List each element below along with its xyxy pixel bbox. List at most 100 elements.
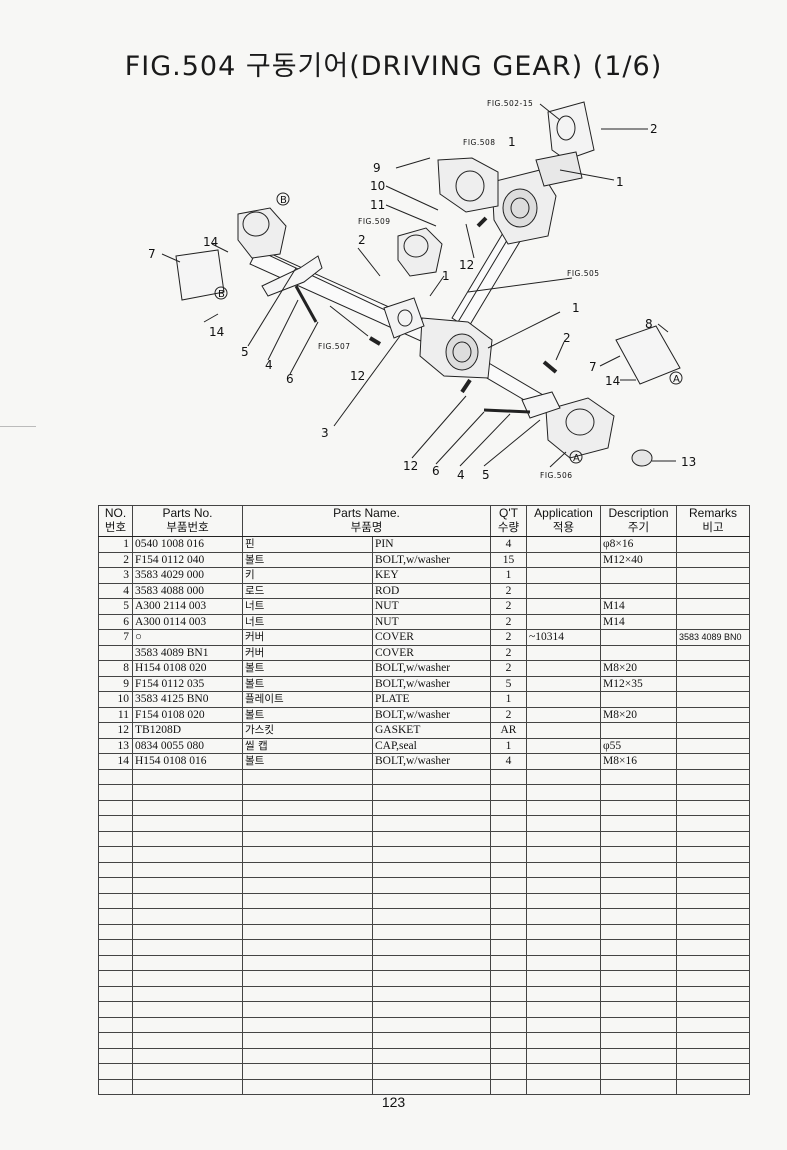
cell-qty: 2 bbox=[490, 613, 527, 630]
cell-application bbox=[526, 551, 601, 568]
cell-no: 7 bbox=[98, 629, 133, 646]
cell-description bbox=[600, 954, 677, 971]
cell-name-ko: 볼트 bbox=[242, 706, 373, 723]
cell-application bbox=[526, 830, 601, 847]
cell-remarks bbox=[676, 923, 750, 940]
cell-name-ko: 볼트 bbox=[242, 753, 373, 770]
section-mark: B bbox=[218, 289, 225, 300]
cell-qty bbox=[490, 799, 527, 816]
cell-name-ko: 너트 bbox=[242, 598, 373, 615]
cell-name-en: BOLT,w/washer bbox=[372, 660, 491, 677]
cell-name-en bbox=[372, 784, 491, 801]
cell-application bbox=[526, 846, 601, 863]
fig-ref-label: FIG.506 bbox=[540, 471, 573, 480]
callout-number: 13 bbox=[681, 455, 696, 469]
cell-remarks bbox=[676, 970, 750, 987]
cell-qty: 4 bbox=[490, 753, 527, 770]
table-row bbox=[98, 1047, 750, 1064]
cell-qty: 4 bbox=[490, 536, 527, 553]
cell-name-ko: 가스킷 bbox=[242, 722, 373, 739]
fig-ref-label: FIG.505 bbox=[567, 269, 600, 278]
cell-part-no bbox=[132, 923, 243, 940]
cell-application bbox=[526, 1078, 601, 1095]
callout-number: 1 bbox=[572, 301, 580, 315]
callout-number: 9 bbox=[373, 161, 381, 175]
cell-qty bbox=[490, 1063, 527, 1080]
cell-application bbox=[526, 923, 601, 940]
cell-part-no: ○ bbox=[132, 629, 243, 646]
cell-description bbox=[600, 1016, 677, 1033]
cell-no bbox=[98, 768, 133, 785]
page-title: FIG.504 구동기어(DRIVING GEAR) (1/6) bbox=[124, 51, 663, 82]
cell-part-no: F154 0112 035 bbox=[132, 675, 243, 692]
cell-name-ko: 커버 bbox=[242, 629, 373, 646]
cell-part-no bbox=[132, 1016, 243, 1033]
page-number: 123 bbox=[381, 1094, 406, 1110]
cell-name-ko bbox=[242, 830, 373, 847]
cell-qty bbox=[490, 970, 527, 987]
cell-no bbox=[98, 1032, 133, 1049]
cell-application bbox=[526, 598, 601, 615]
cell-description: M14 bbox=[600, 598, 677, 615]
cell-part-no bbox=[132, 1063, 243, 1080]
cell-remarks bbox=[676, 706, 750, 723]
callout-number: 2 bbox=[563, 331, 571, 345]
cell-description bbox=[600, 768, 677, 785]
cell-no bbox=[98, 1063, 133, 1080]
callout-number: 14 bbox=[203, 235, 218, 249]
cell-no: 5 bbox=[98, 598, 133, 615]
cell-remarks bbox=[676, 784, 750, 801]
cell-remarks bbox=[676, 722, 750, 739]
cell-description: M12×40 bbox=[600, 551, 677, 568]
cell-description bbox=[600, 815, 677, 832]
cell-description: M12×35 bbox=[600, 675, 677, 692]
cell-remarks bbox=[676, 939, 750, 956]
table-row bbox=[98, 954, 750, 971]
table-row bbox=[98, 892, 750, 909]
cell-qty: 2 bbox=[490, 629, 527, 646]
cell-application bbox=[526, 660, 601, 677]
callout-number: 4 bbox=[457, 468, 465, 482]
cell-qty bbox=[490, 985, 527, 1002]
cell-description bbox=[600, 722, 677, 739]
cell-name-en bbox=[372, 877, 491, 894]
table-row bbox=[98, 784, 750, 801]
cell-qty bbox=[490, 954, 527, 971]
header-parts-no: Parts No.부품번호 bbox=[132, 505, 243, 537]
cell-name-en: CAP,seal bbox=[372, 737, 491, 754]
cell-name-en bbox=[372, 1001, 491, 1018]
cell-description bbox=[600, 923, 677, 940]
cell-description: M14 bbox=[600, 613, 677, 630]
cell-remarks bbox=[676, 815, 750, 832]
cell-application bbox=[526, 675, 601, 692]
cell-application bbox=[526, 877, 601, 894]
callout-number: 1 bbox=[616, 175, 624, 189]
cell-no bbox=[98, 815, 133, 832]
cell-qty bbox=[490, 815, 527, 832]
cell-name-ko bbox=[242, 923, 373, 940]
cell-remarks bbox=[676, 613, 750, 630]
table-row bbox=[98, 923, 750, 940]
callout-number: 2 bbox=[650, 122, 658, 136]
cell-description bbox=[600, 1047, 677, 1064]
callout-number: 8 bbox=[645, 317, 653, 331]
cell-application bbox=[526, 613, 601, 630]
cell-remarks bbox=[676, 551, 750, 568]
cell-remarks bbox=[676, 1001, 750, 1018]
cell-name-ko bbox=[242, 1063, 373, 1080]
cell-description bbox=[600, 846, 677, 863]
cell-qty: AR bbox=[490, 722, 527, 739]
cell-no: 8 bbox=[98, 660, 133, 677]
cell-application bbox=[526, 536, 601, 553]
callout-number: 5 bbox=[241, 345, 249, 359]
cell-no: 14 bbox=[98, 753, 133, 770]
cell-part-no bbox=[132, 939, 243, 956]
table-row bbox=[98, 970, 750, 987]
